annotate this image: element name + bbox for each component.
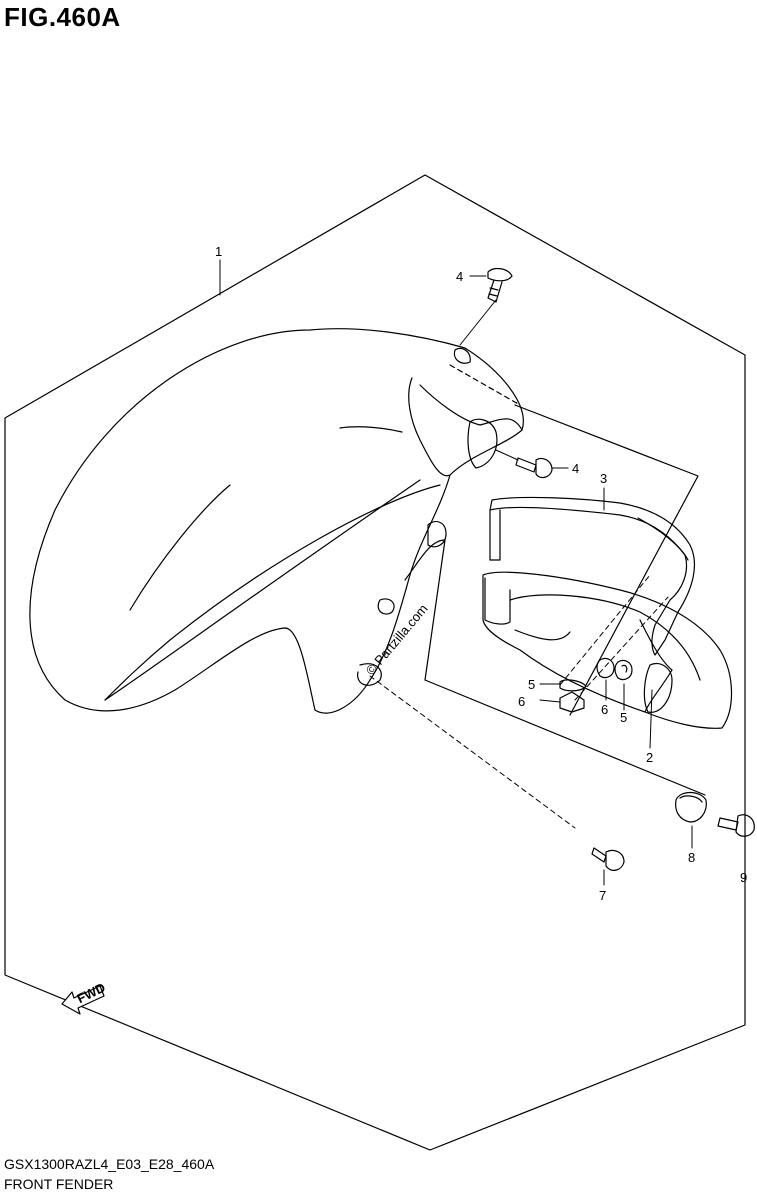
callout-4-side: 4 [572, 461, 579, 476]
callout-1: 1 [215, 244, 222, 259]
bolt-part-4-side [515, 457, 553, 479]
diagram-footer: GSX1300RAZL4_E03_E28_460A FRONT FENDER [4, 1154, 214, 1194]
callout-5-left: 5 [528, 677, 535, 692]
inner-fender-part [482, 571, 733, 729]
figure-title: FIG.460A [4, 2, 121, 32]
grommet-part-8 [675, 791, 707, 823]
bolt-part-4-top [487, 267, 513, 303]
screw-part-7 [591, 847, 625, 871]
callout-5-right: 5 [620, 710, 627, 725]
fender-bracket-part [489, 496, 696, 656]
callout-6-left: 6 [518, 694, 525, 709]
assembly-boundary [4, 174, 746, 1151]
callout-7: 7 [599, 888, 606, 903]
callout-8: 8 [688, 850, 695, 865]
nut-clip-parts [559, 657, 633, 713]
leader-lines [219, 259, 746, 886]
watermark: © Partzilla.com [363, 601, 431, 678]
fwd-arrow-icon [61, 985, 105, 1015]
callout-9: 9 [740, 870, 747, 885]
callout-3: 3 [600, 471, 607, 486]
callout-6-right: 6 [601, 702, 608, 717]
front-fender-part [29, 328, 524, 714]
callout-2: 2 [646, 750, 653, 765]
bolt-part-9 [717, 814, 755, 837]
diagram-name: FRONT FENDER [4, 1176, 114, 1192]
diagram-code: GSX1300RAZL4_E03_E28_460A [4, 1156, 215, 1172]
callout-4-top: 4 [456, 269, 463, 284]
subassembly-boundary [514, 404, 699, 716]
